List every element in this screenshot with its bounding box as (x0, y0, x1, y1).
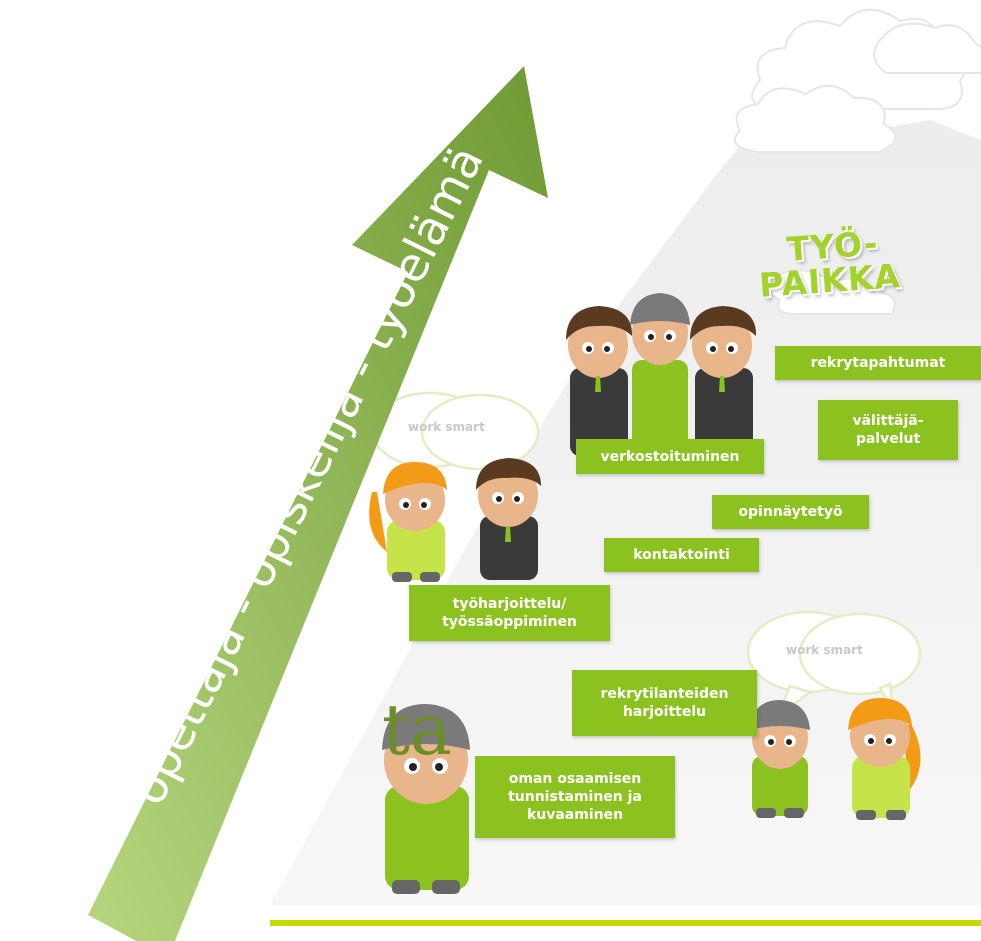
label-verkostoituminen: verkostoituminen (576, 439, 764, 474)
cloud-icon (734, 8, 981, 315)
label-line: opinnäytetyö (738, 504, 843, 520)
label-line: palvelut (855, 431, 921, 447)
ground-line (270, 920, 981, 926)
label-line: rekrytapahtumat (810, 355, 946, 371)
label-line: oman osaamisen (508, 771, 642, 787)
person-suit-icon (566, 306, 633, 456)
label-line: työssäoppiminen (442, 614, 577, 630)
label-kontaktointi: kontaktointi (604, 538, 759, 572)
label-line: verkostoituminen (600, 448, 740, 465)
bubble-text: work smart (408, 420, 485, 434)
label-valittajapalvelut: välittäjä- palvelut (818, 400, 958, 460)
label-line: välittäjä- (852, 413, 924, 429)
speech-bubble-icon-2 (746, 610, 922, 720)
label-rekrytilanteiden: rekrytilanteiden harjoittelu (572, 670, 757, 736)
label-line: työharjoittelu/ (452, 596, 567, 612)
person-suit-icon-3 (476, 458, 541, 580)
peak-title-line-2: PAIKKA (757, 256, 903, 305)
label-line: rekrytilanteiden (600, 686, 729, 702)
person-girl-icon (369, 462, 447, 582)
label-oman-osaamisen: oman osaamisen tunnistaminen ja kuvaamin… (475, 756, 675, 838)
partial-heading-text: ta (382, 689, 452, 771)
label-line: kuvaaminen (526, 807, 624, 823)
person-green-icon-3 (382, 704, 470, 894)
person-girl-icon-2 (848, 698, 921, 820)
person-suit-icon-2 (690, 306, 757, 456)
label-opinnaytetyo: opinnäytetyö (712, 495, 869, 529)
diagonal-arrow (88, 66, 548, 941)
peak-title: TYÖ- PAIKKA (756, 224, 903, 305)
bubble-text-2: work smart (786, 643, 863, 657)
label-rekrytapahtumat: rekrytapahtumat (775, 346, 981, 380)
label-line: tunnistaminen ja (508, 789, 642, 805)
label-tyoharjoittelu: työharjoittelu/ työssäoppiminen (409, 585, 610, 641)
label-line: kontaktointi (633, 547, 730, 563)
person-green-icon-2 (750, 700, 810, 818)
label-line: harjoittelu (622, 704, 707, 720)
person-green-icon (630, 293, 690, 448)
